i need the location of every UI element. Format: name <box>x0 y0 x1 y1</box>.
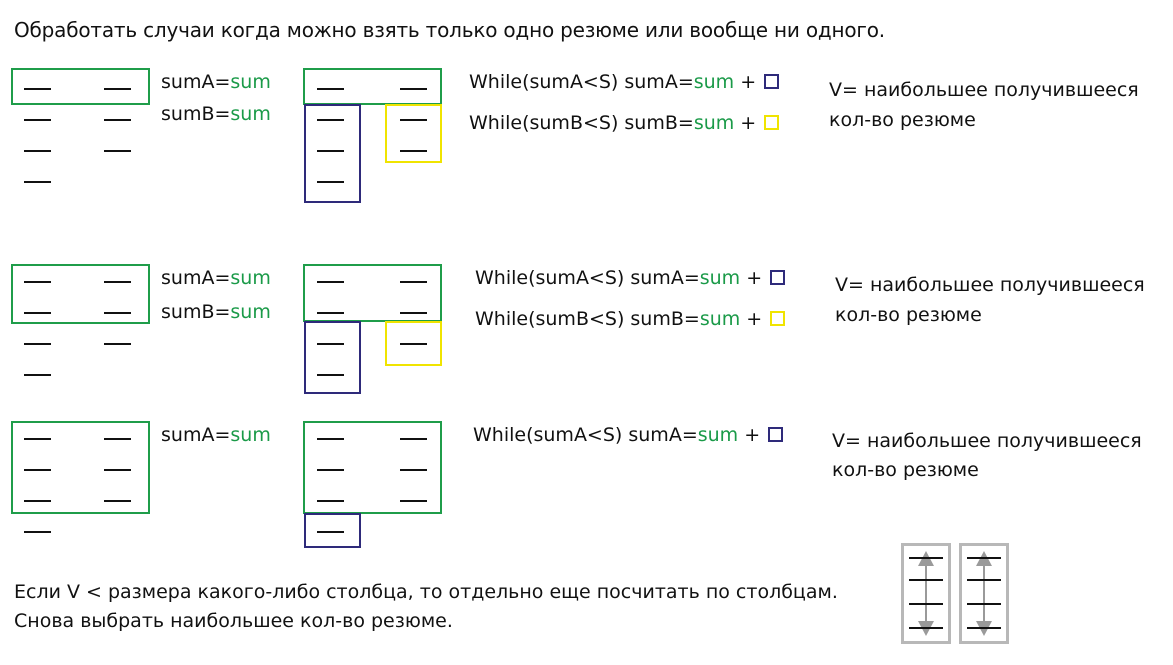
resume-mark <box>104 312 131 314</box>
selection-box-green <box>11 264 150 324</box>
resume-mark <box>104 438 131 440</box>
column-count-icon <box>901 543 951 644</box>
resume-mark <box>317 343 344 345</box>
sumB-label: sumB=sum <box>161 301 271 323</box>
selection-box-green <box>303 421 442 514</box>
resume-mark <box>400 343 427 345</box>
sumA-label: sumA=sum <box>161 71 271 93</box>
resume-mark <box>317 119 344 121</box>
column-count-icon <box>959 543 1009 644</box>
extension-box-navy <box>304 104 361 203</box>
resume-mark <box>104 119 131 121</box>
sumB-label: sumB=sum <box>161 103 271 125</box>
resume-mark <box>317 438 344 440</box>
extension-box-yellow <box>385 104 442 163</box>
selection-box-green <box>11 68 150 105</box>
resume-mark <box>24 343 51 345</box>
navy-square-icon <box>768 427 784 442</box>
yellow-square-icon <box>770 311 786 326</box>
resume-mark <box>24 181 51 183</box>
resume-mark <box>400 312 427 314</box>
resume-mark <box>317 150 344 152</box>
resume-mark <box>317 469 344 471</box>
result-text-line2: кол-во резюме <box>835 304 982 326</box>
resume-mark <box>104 281 131 283</box>
resume-mark <box>317 88 344 90</box>
resume-mark <box>400 150 427 152</box>
while-a-line: While(sumA<S) sumA=sum + <box>475 267 786 289</box>
resume-mark <box>317 281 344 283</box>
resume-mark <box>24 438 51 440</box>
result-text-line1: V= наибольшее получившееся <box>832 430 1142 452</box>
resume-mark <box>104 469 131 471</box>
resume-mark <box>104 343 131 345</box>
resume-mark <box>24 531 51 533</box>
resume-mark <box>24 150 51 152</box>
while-a-line: While(sumA<S) sumA=sum + <box>473 424 784 446</box>
resume-mark <box>104 150 131 152</box>
resume-mark <box>400 88 427 90</box>
navy-square-icon <box>764 74 780 89</box>
resume-mark <box>104 500 131 502</box>
resume-mark <box>317 312 344 314</box>
resume-mark <box>24 312 51 314</box>
result-text-line2: кол-во резюме <box>829 109 976 131</box>
resume-mark <box>104 88 131 90</box>
resume-mark <box>317 500 344 502</box>
footer-text-line1: Если V < размера какого-либо столбца, то… <box>14 581 838 603</box>
resume-mark <box>24 281 51 283</box>
selection-box-green <box>11 421 150 514</box>
result-text-line2: кол-во резюме <box>832 459 979 481</box>
extension-box-navy <box>304 513 361 548</box>
resume-mark <box>24 500 51 502</box>
while-b-line: While(sumB<S) sumB=sum + <box>469 112 780 134</box>
result-text-line1: V= наибольшее получившееся <box>829 79 1139 101</box>
while-b-line: While(sumB<S) sumB=sum + <box>475 308 786 330</box>
sumA-label: sumA=sum <box>161 267 271 289</box>
resume-mark <box>24 119 51 121</box>
extension-box-yellow <box>385 321 442 366</box>
resume-mark <box>317 181 344 183</box>
while-a-line: While(sumA<S) sumA=sum + <box>469 71 780 93</box>
sumA-label: sumA=sum <box>161 424 271 446</box>
resume-mark <box>400 500 427 502</box>
resume-mark <box>24 374 51 376</box>
double-arrow-icon <box>909 551 943 636</box>
resume-mark <box>317 374 344 376</box>
resume-mark <box>400 469 427 471</box>
double-arrow-icon <box>967 551 1001 636</box>
resume-mark <box>400 438 427 440</box>
navy-square-icon <box>770 270 786 285</box>
yellow-square-icon <box>764 115 780 130</box>
resume-mark <box>317 531 344 533</box>
selection-box-green <box>303 264 442 322</box>
extension-box-navy <box>304 321 361 394</box>
footer-text-line2: Снова выбрать наибольшее кол-во резюме. <box>14 610 453 632</box>
selection-box-green <box>303 68 442 105</box>
resume-mark <box>24 88 51 90</box>
resume-mark <box>24 469 51 471</box>
result-text-line1: V= наибольшее получившееся <box>835 274 1145 296</box>
resume-mark <box>400 119 427 121</box>
page-title: Обработать случаи когда можно взять толь… <box>14 18 885 42</box>
resume-mark <box>400 281 427 283</box>
